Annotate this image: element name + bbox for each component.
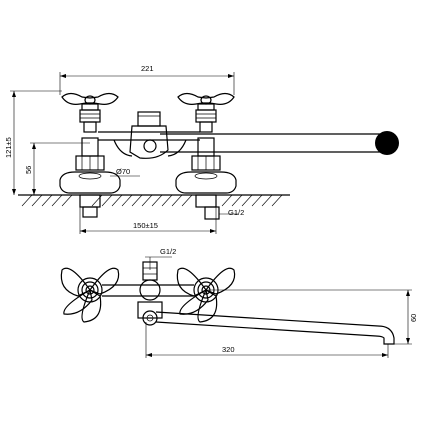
wall-hatch (18, 194, 290, 207)
dimension-thread-top: G1/2 (145, 247, 176, 270)
right-valve (175, 92, 237, 220)
dim-label-thread-top: G1/2 (160, 247, 176, 256)
dimension-320: 320 (145, 322, 389, 358)
dim-label-121: 121±5 (4, 137, 13, 158)
dimension-221: 221 (59, 64, 235, 95)
dimension-121: 121±5 (4, 90, 62, 195)
dimension-diameter: Ø70 (110, 167, 140, 177)
mixer-body-top (102, 261, 194, 326)
mixer-body (98, 111, 200, 159)
left-handle-top (60, 267, 120, 323)
front-view: 221 121±5 56 Ø70 G1/2 (4, 64, 399, 234)
dim-label-60: 60 (409, 314, 418, 322)
dimension-56: 56 (24, 142, 90, 195)
dim-label-221: 221 (141, 64, 154, 73)
dim-label-150: 150±15 (133, 221, 158, 230)
top-view: G1/2 (60, 247, 418, 358)
spout-aerator-icon (375, 131, 399, 155)
left-valve (59, 92, 121, 218)
dimension-150: 150±15 (79, 207, 217, 234)
spout-top (155, 311, 395, 345)
spout-front (160, 131, 399, 155)
dim-label-320: 320 (222, 345, 235, 354)
dim-label-56: 56 (24, 166, 33, 174)
dimension-thread-bottom: G1/2 (219, 208, 244, 217)
dimension-60: 60 (206, 289, 418, 345)
dim-label-thread-bottom: G1/2 (228, 208, 244, 217)
dim-label-diameter: Ø70 (116, 167, 130, 176)
